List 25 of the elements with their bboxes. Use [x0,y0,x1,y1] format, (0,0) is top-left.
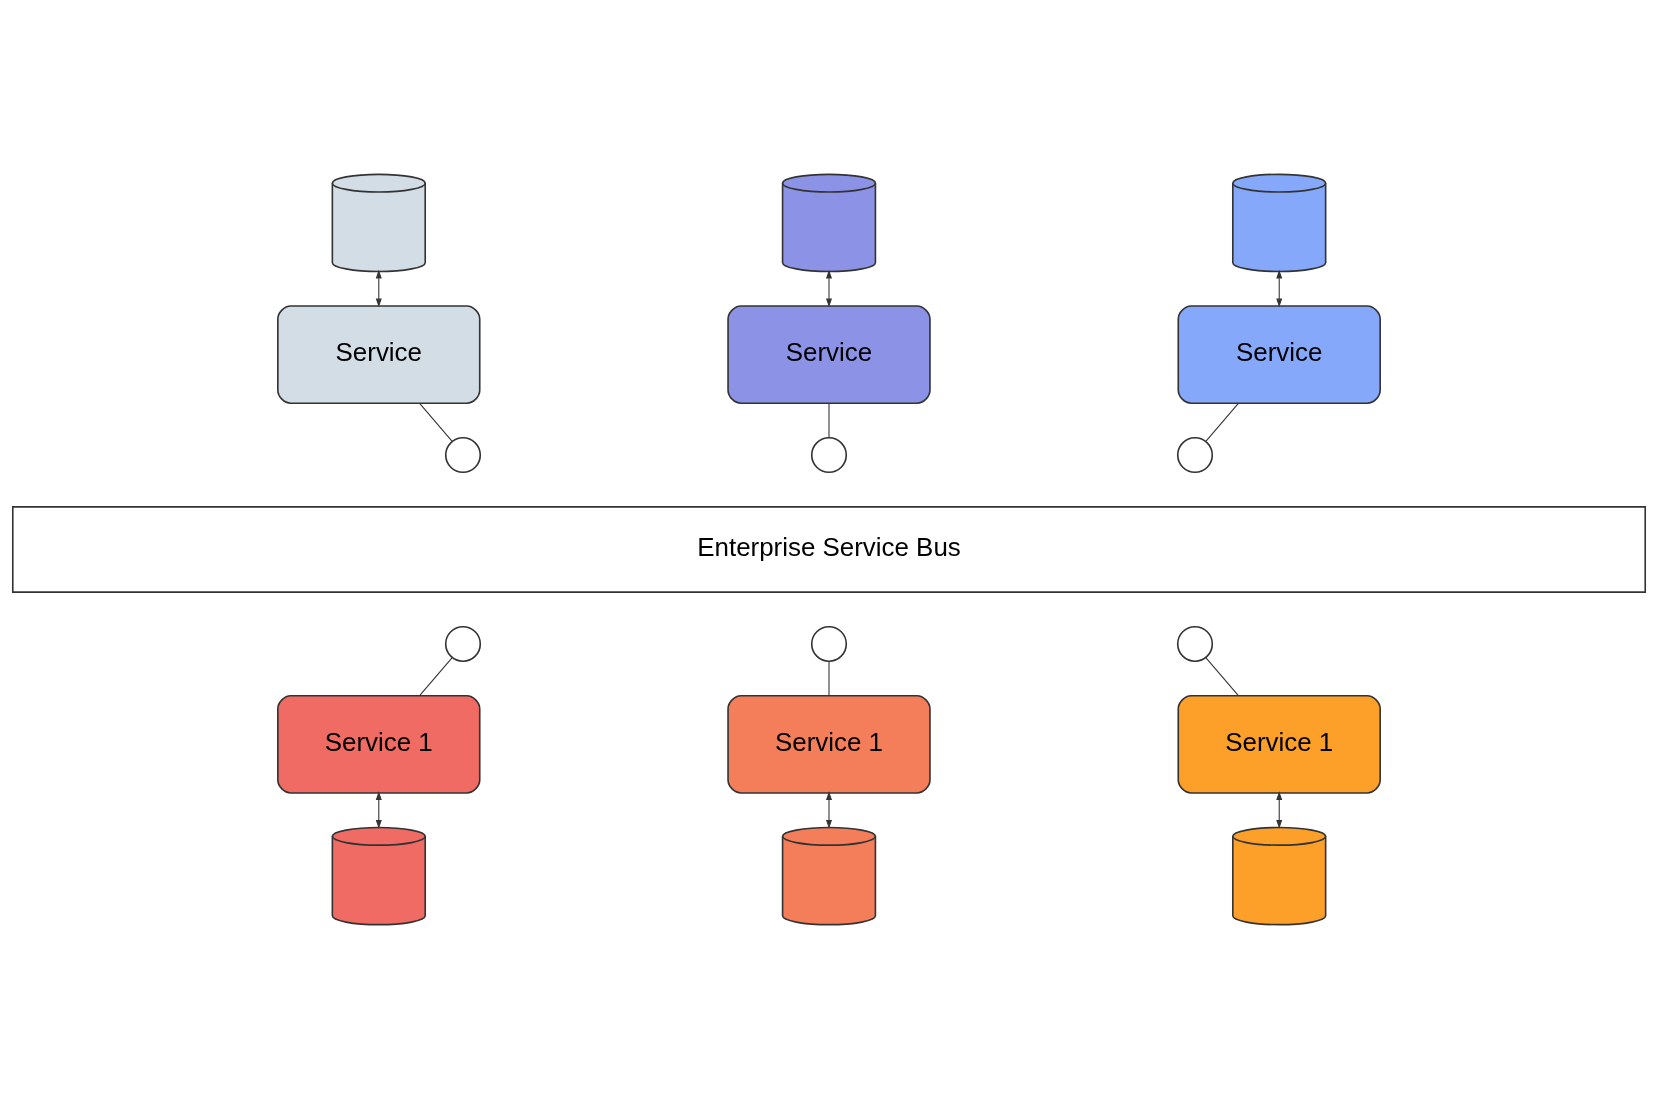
node-box: Service [727,304,931,404]
arrow [375,269,382,307]
connector [1205,656,1239,696]
node-box: Service 1 [727,694,931,794]
node-box: Service [1177,304,1381,404]
connector [419,402,453,442]
node-circle [1176,625,1214,662]
node-box: Service 1 [277,694,481,794]
connector [419,656,453,696]
node-circle [444,436,482,473]
node-box: Enterprise Service Bus [11,505,1647,593]
arrow [1276,790,1283,829]
node-circle [1176,436,1214,473]
node-circle [444,625,482,662]
arrow [825,790,833,829]
node-box: Service [277,304,481,404]
node-circle [810,436,848,473]
arrow [1276,269,1283,307]
connector [828,660,830,696]
node-circle [810,625,848,662]
connector [828,402,830,438]
connector [1205,402,1239,442]
arrow [825,269,833,307]
arrow [375,790,382,829]
node-box: Service 1 [1177,694,1381,794]
